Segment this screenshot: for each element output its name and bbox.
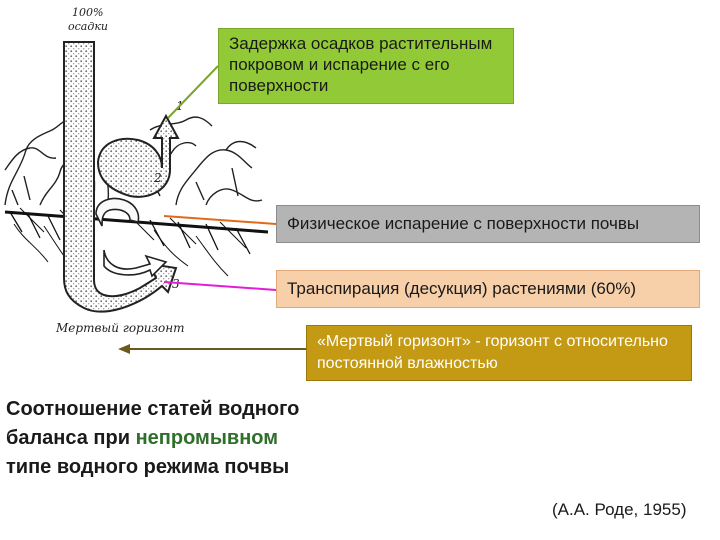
- canopy-interception-callout: Задержка осадков растительным покровом и…: [218, 28, 514, 104]
- precipitation-flow: [63, 41, 178, 313]
- transpiration-callout: Транспирация (десукция) растениями (60%): [276, 270, 700, 308]
- connector-evaporation: [163, 215, 277, 225]
- title-part-2: типе водного режима почвы: [6, 456, 290, 478]
- canopy-evaporation-arrow: [96, 113, 180, 198]
- marker-3: 3: [172, 277, 180, 291]
- soil-evaporation-callout: Физическое испарение с поверхности почвы: [276, 205, 700, 243]
- marker-2: 2: [153, 171, 162, 185]
- connector-dead-horizon-arrowhead: [118, 344, 130, 354]
- connector-canopy: [167, 65, 219, 119]
- title-part-1: Соотношение статей водного баланса при: [6, 398, 300, 449]
- precipitation-percent-label: 100%: [72, 6, 103, 19]
- precipitation-label: осадки: [68, 20, 108, 33]
- dead-horizon-callout: «Мертвый горизонт» - горизонт с относите…: [306, 325, 692, 381]
- connector-transpiration: [163, 281, 277, 291]
- soil-evaporation-hook: [95, 197, 140, 227]
- dead-horizon-label: Мертвый горизонт: [55, 321, 185, 335]
- page-title: Соотношение статей водного баланса при н…: [6, 395, 326, 482]
- transpiration-arrow: [103, 249, 168, 278]
- title-highlight: непромывном: [135, 427, 279, 449]
- citation: (А.А. Роде, 1955): [552, 500, 687, 519]
